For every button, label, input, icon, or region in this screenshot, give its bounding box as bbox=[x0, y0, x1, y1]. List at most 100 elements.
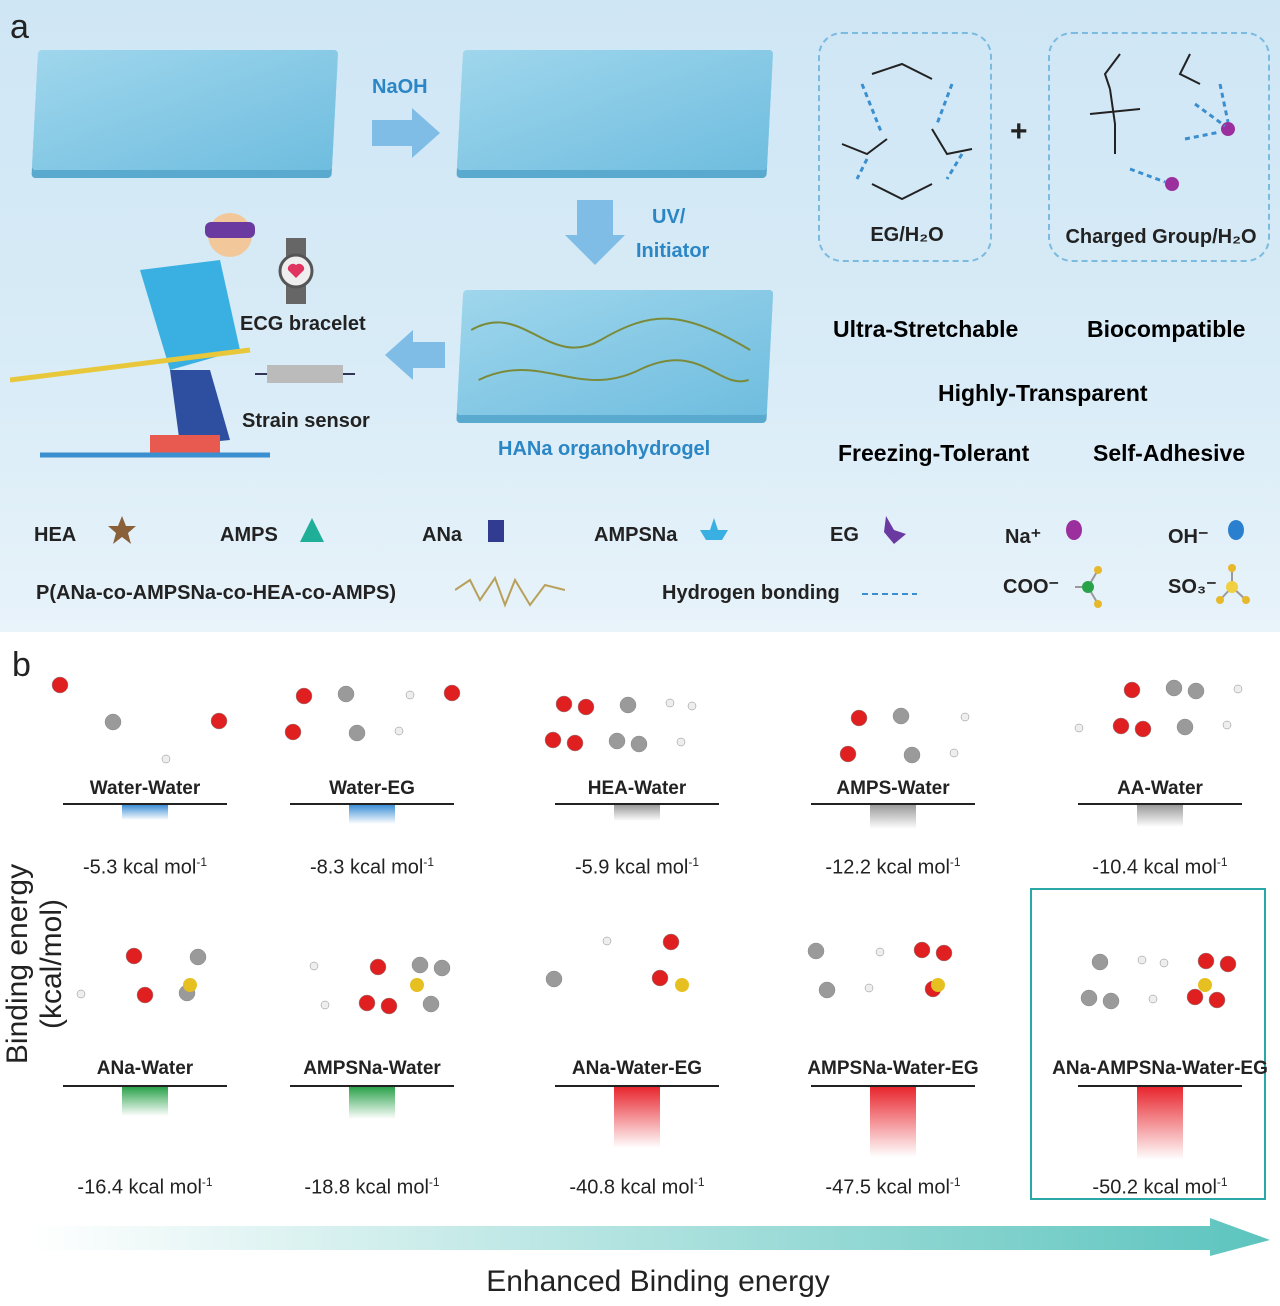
charged-group-label: Charged Group/H₂O bbox=[1065, 226, 1257, 248]
panel-b-label: b bbox=[12, 646, 31, 684]
down-arrow-icon bbox=[565, 200, 625, 265]
energy-bar bbox=[870, 805, 916, 829]
coo-molecule-icon bbox=[1075, 566, 1102, 608]
energy-value: -8.3 kcal mol-1 bbox=[272, 855, 472, 880]
initiator-label: Initiator bbox=[636, 240, 710, 262]
baseline bbox=[63, 803, 227, 805]
square-icon bbox=[488, 520, 504, 542]
chevron-icon bbox=[884, 516, 906, 544]
energy-value: -16.4 kcal mol-1 bbox=[45, 1175, 245, 1200]
dot-icon bbox=[1066, 520, 1082, 540]
molecule-structure-4 bbox=[1074, 679, 1243, 738]
eg-water-structure-icon bbox=[841, 62, 973, 201]
energy-bar bbox=[1137, 805, 1183, 827]
ecg-label: ECG bracelet bbox=[240, 313, 366, 335]
energy-unit: kcal mol bbox=[1138, 1176, 1217, 1199]
energy-number: -8.3 bbox=[309, 856, 345, 879]
energy-value: -10.4 kcal mol-1 bbox=[1060, 855, 1260, 880]
energy-unit-exponent: -1 bbox=[1216, 855, 1228, 869]
energy-bar bbox=[349, 1087, 395, 1120]
energy-number: -5.3 bbox=[82, 856, 118, 879]
energy-value: -18.8 kcal mol-1 bbox=[272, 1175, 472, 1200]
hbond-legend-label: Hydrogen bonding bbox=[662, 582, 840, 604]
eg-h2o-box: EG/H₂O bbox=[818, 32, 992, 262]
property-biocompatible: Biocompatible bbox=[1087, 316, 1246, 342]
complex-label: AMPSNa-Water-EG bbox=[807, 1058, 979, 1079]
monomer-block bbox=[31, 50, 339, 170]
complex-label: Water-EG bbox=[329, 778, 415, 799]
energy-bar bbox=[614, 1087, 660, 1149]
energy-unit-exponent: -1 bbox=[688, 855, 700, 869]
molecule-structure-5 bbox=[76, 947, 207, 1004]
charged-group-box: Charged Group/H₂O bbox=[1048, 32, 1270, 262]
energy-unit: kcal mol bbox=[350, 1176, 429, 1199]
panel-a: a NaOH EG/H₂O + Charged Group/H₂O UV/ In… bbox=[0, 0, 1280, 632]
panel-a-label: a bbox=[10, 8, 29, 46]
energy-number: -50.2 bbox=[1092, 1176, 1138, 1199]
coo-legend-label: COO⁻ bbox=[1003, 576, 1060, 598]
baseline bbox=[290, 1085, 454, 1087]
energy-unit: kcal mol bbox=[871, 1176, 950, 1199]
skier-illustration bbox=[10, 213, 270, 458]
energy-unit-exponent: -1 bbox=[196, 855, 208, 869]
energy-unit: kcal mol bbox=[123, 1176, 202, 1199]
energy-number: -40.8 bbox=[569, 1176, 615, 1199]
energy-value: -5.3 kcal mol-1 bbox=[45, 855, 245, 880]
energy-unit: kcal mol bbox=[1138, 856, 1217, 879]
so3-molecule-icon bbox=[1216, 564, 1250, 604]
energy-unit: kcal mol bbox=[615, 1176, 694, 1199]
energy-unit-exponent: -1 bbox=[201, 1175, 213, 1189]
energy-bar bbox=[614, 805, 660, 821]
property-freezing-tolerant: Freezing-Tolerant bbox=[838, 440, 1030, 466]
energy-bar bbox=[870, 1087, 916, 1157]
energy-number: -47.5 bbox=[825, 1176, 871, 1199]
energy-unit: kcal mol bbox=[609, 856, 689, 879]
energy-unit: kcal mol bbox=[117, 856, 197, 879]
baseline bbox=[811, 803, 975, 805]
left-arrow-icon bbox=[385, 330, 445, 380]
star-icon bbox=[108, 516, 136, 544]
energy-unit-exponent: -1 bbox=[693, 1175, 705, 1189]
naoh-label: NaOH bbox=[372, 76, 428, 98]
energy-unit: kcal mol bbox=[871, 856, 950, 879]
legend-label-na: Na⁺ bbox=[1005, 526, 1042, 548]
energy-unit-exponent: -1 bbox=[423, 855, 435, 869]
energy-unit-exponent: -1 bbox=[1216, 1175, 1228, 1189]
energy-bar bbox=[1137, 1087, 1183, 1161]
property-highly-transparent: Highly-Transparent bbox=[938, 380, 1148, 406]
boat-icon bbox=[700, 518, 728, 540]
so3-legend-label: SO₃⁻ bbox=[1168, 576, 1217, 598]
charged-group-structure-icon bbox=[1089, 53, 1235, 191]
property-ultra-stretchable: Ultra-Stretchable bbox=[833, 316, 1019, 342]
energy-number: -16.4 bbox=[77, 1176, 123, 1199]
complex-label: Water-Water bbox=[89, 778, 201, 799]
baseline bbox=[1078, 803, 1242, 805]
energy-value: -40.8 kcal mol-1 bbox=[537, 1175, 737, 1200]
energy-value: -5.9 kcal mol-1 bbox=[537, 855, 737, 880]
baseline bbox=[811, 1085, 975, 1087]
complex-label: AMPS-Water bbox=[836, 778, 950, 799]
eg-h2o-label: EG/H₂O bbox=[870, 224, 944, 246]
polymer-chain-legend-icon bbox=[455, 575, 565, 608]
energy-number: -5.9 bbox=[574, 856, 610, 879]
baseline bbox=[555, 803, 719, 805]
energy-value: -47.5 kcal mol-1 bbox=[793, 1175, 993, 1200]
energy-bar bbox=[122, 805, 168, 820]
complex-label: AA-Water bbox=[1117, 778, 1203, 799]
legend-label-ampsna: AMPSNa bbox=[594, 524, 678, 546]
complex-label: AMPSNa-Water bbox=[303, 1058, 441, 1079]
complex-label: ANa-Water bbox=[96, 1058, 194, 1079]
baseline bbox=[555, 1085, 719, 1087]
dashed-line-icon bbox=[862, 593, 917, 595]
neutralized-block bbox=[456, 50, 774, 170]
complex-label: ANa-AMPSNa-Water-EG bbox=[1052, 1058, 1268, 1079]
complex-label: HEA-Water bbox=[587, 778, 687, 799]
energy-unit-exponent: -1 bbox=[949, 1175, 961, 1189]
strain-label: Strain sensor bbox=[242, 410, 370, 432]
hydrogel-block bbox=[456, 290, 774, 415]
energy-number: -12.2 bbox=[825, 856, 871, 879]
polymer-chain-icon bbox=[470, 317, 751, 383]
energy-value: -50.2 kcal mol-1 bbox=[1060, 1175, 1260, 1200]
strain-sensor-icon bbox=[255, 365, 355, 383]
energy-value: -12.2 kcal mol-1 bbox=[793, 855, 993, 880]
